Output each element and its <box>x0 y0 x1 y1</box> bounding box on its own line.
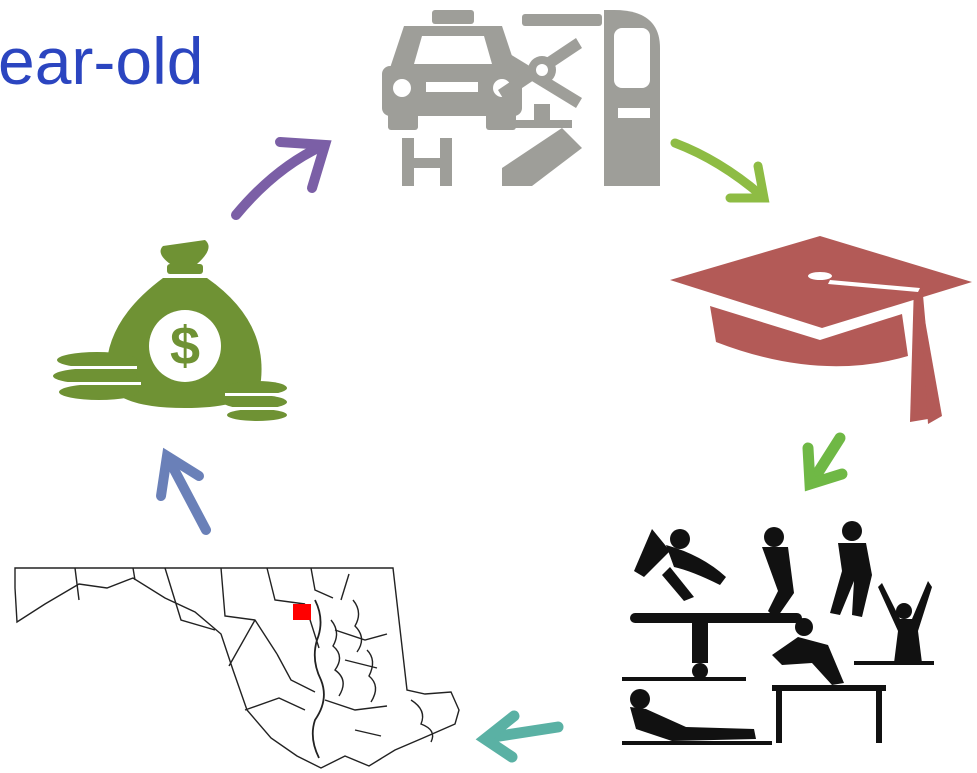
arrow-map-to-money <box>156 447 211 535</box>
dollar-sign-icon: $ <box>170 316 200 376</box>
athletes-icon <box>622 521 934 745</box>
baltimore-highlight <box>293 604 311 620</box>
maryland-map-icon <box>14 567 460 769</box>
graduation-cap-icon <box>670 236 972 424</box>
slide-title: ear-old <box>0 24 204 98</box>
arrow-transport-to-cap <box>670 138 770 203</box>
transportation-icon <box>382 10 660 186</box>
arrow-cap-to-sports <box>802 432 848 492</box>
arrow-sports-to-map <box>475 710 564 763</box>
arrow-money-to-transport <box>231 137 332 220</box>
money-bag-icon: $ <box>53 240 287 421</box>
